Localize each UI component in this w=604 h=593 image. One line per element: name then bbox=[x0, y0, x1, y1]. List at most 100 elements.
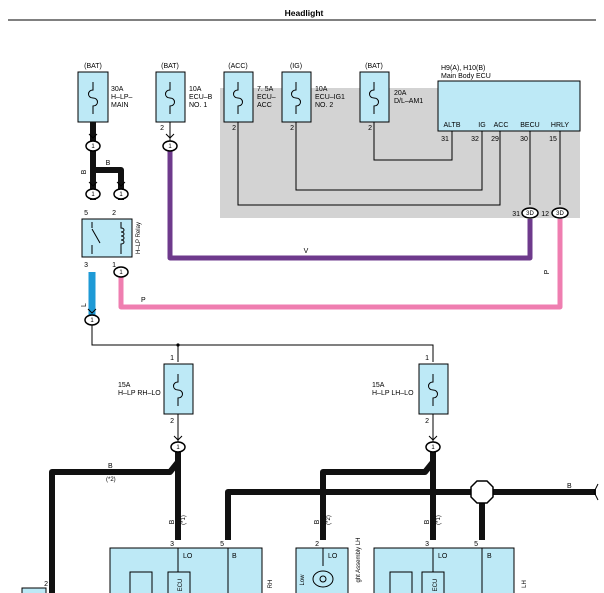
wire-label-b: B bbox=[81, 169, 88, 174]
junction-connector[interactable]: 1 bbox=[113, 188, 129, 200]
main-body-ecu[interactable]: H9(A), H10(B) Main Body ECU ALTB IG ACC … bbox=[437, 65, 581, 143]
relay-name: H–LP Relay bbox=[136, 222, 142, 254]
junction-connector[interactable]: 1 bbox=[170, 441, 186, 453]
connector-pin: 31 bbox=[512, 211, 520, 218]
junction-label: 1 bbox=[119, 192, 123, 198]
fuse-source: (BAT) bbox=[161, 63, 179, 70]
wire-label-b: B bbox=[169, 519, 176, 524]
fuse-pin: 2 bbox=[170, 418, 174, 425]
fuse-rating: 20A bbox=[394, 90, 407, 97]
fuse-pin: 1 bbox=[425, 355, 429, 362]
ecu-connector-b[interactable]: 12 3D bbox=[541, 207, 569, 219]
fuse-rating: 10A bbox=[189, 86, 202, 93]
fuse-pin: 2 bbox=[425, 418, 429, 425]
fuse-ecu-acc[interactable]: (ACC) 7. 5A ECU– ACC 2 bbox=[223, 63, 276, 132]
wire-label-p: P bbox=[141, 297, 146, 304]
fuse-name: NO. 1 bbox=[189, 102, 207, 109]
fuse-hlp-main[interactable]: (BAT) 30A H–LP– MAIN bbox=[77, 63, 133, 123]
assembly-side-label: LH bbox=[522, 580, 528, 588]
connector-arrows bbox=[87, 133, 438, 441]
junction-label: 1 bbox=[90, 318, 94, 324]
fuse-hlp-lh-lo[interactable]: 1 15A H–LP LH–LO 2 bbox=[372, 355, 449, 425]
junction-connector[interactable]: 1 bbox=[162, 140, 178, 152]
pin-number: 5 bbox=[474, 541, 478, 548]
ecu-pin-number: 32 bbox=[471, 136, 479, 143]
fuse-hlp-rh-lo[interactable]: 1 15A H–LP RH–LO 2 bbox=[118, 355, 194, 425]
fuse-pin: 2 bbox=[290, 125, 294, 132]
fuse-pin: 1 bbox=[170, 355, 174, 362]
terminal-label: LO bbox=[328, 553, 338, 560]
junction-label: 1 bbox=[176, 445, 180, 451]
assembly-side-label: RH bbox=[268, 580, 274, 589]
terminal-label: LO bbox=[438, 553, 448, 560]
ecu-connector-a[interactable]: 31 3D bbox=[512, 207, 539, 219]
junction-label: 1 bbox=[431, 445, 435, 451]
junction-connector[interactable]: 1 bbox=[85, 140, 101, 152]
module-label: ECU bbox=[178, 579, 184, 592]
wire-black-b-bus[interactable] bbox=[225, 489, 596, 540]
connector-pin: 12 bbox=[541, 211, 549, 218]
pin-number: 3 bbox=[170, 541, 174, 548]
module-label: ECU bbox=[433, 579, 439, 592]
wire-violet-v[interactable] bbox=[167, 150, 533, 261]
fuse-name: H–LP– bbox=[111, 94, 133, 101]
fuse-ecu-ig1[interactable]: (IG) 10A ECU–IG1 NO. 2 2 bbox=[281, 63, 345, 132]
pin-number: 2 bbox=[44, 581, 48, 588]
terminal-label: B bbox=[487, 553, 492, 560]
fuse-dl-am1[interactable]: (BAT) 20A D/L–AM1 2 bbox=[359, 63, 423, 132]
wire-label-b: B bbox=[424, 519, 431, 524]
ecu-pin-label: HRLY bbox=[551, 122, 569, 129]
ecu-pin-label: ALTB bbox=[444, 122, 461, 129]
headlight-assembly-rh[interactable]: 2 3 5 LO B ECU RH bbox=[21, 541, 274, 593]
fuse-name: H–LP RH–LO bbox=[118, 390, 161, 397]
fuse-name: ECU–B bbox=[189, 94, 213, 101]
headlight-assembly-lh[interactable]: 3 5 LO B ECU LH bbox=[373, 541, 528, 593]
fuse-source: (IG) bbox=[290, 63, 302, 70]
wire-pink-p[interactable] bbox=[118, 219, 563, 310]
connector-tag: 3D bbox=[526, 211, 534, 217]
page-title: Headlight bbox=[285, 8, 324, 18]
fuse-source: (BAT) bbox=[365, 63, 383, 70]
fuse-name: MAIN bbox=[111, 102, 129, 109]
junction-label: 1 bbox=[91, 192, 95, 198]
ecu-input-wires bbox=[237, 122, 561, 206]
pin-number: 2 bbox=[315, 541, 319, 548]
splice-point[interactable] bbox=[470, 480, 494, 504]
terminal-label: B bbox=[232, 553, 237, 560]
ecu-pin-label: ACC bbox=[494, 122, 509, 129]
wire-label-v: V bbox=[304, 248, 309, 255]
ecu-pin-number: 30 bbox=[520, 136, 528, 143]
connector-tag: 3D bbox=[556, 211, 564, 217]
wire-label-b: B bbox=[106, 160, 111, 167]
fuse-name: H–LP LH–LO bbox=[372, 390, 414, 397]
wire-black-b-lh[interactable] bbox=[320, 452, 436, 540]
junction-connector[interactable]: 1 bbox=[85, 188, 101, 200]
ecu-pin-label: IG bbox=[478, 122, 485, 129]
relay-pin: 3 bbox=[84, 262, 88, 269]
pin-number: 5 bbox=[220, 541, 224, 548]
junction-connector[interactable]: 1 bbox=[425, 441, 441, 453]
junction-connector[interactable]: 1 bbox=[84, 314, 100, 326]
wire-label-p: P bbox=[544, 269, 551, 274]
pin-number: 3 bbox=[425, 541, 429, 548]
headlight-lamp-lh[interactable]: 2 LO Low ght Assembly LH bbox=[295, 537, 362, 593]
ecu-name: Main Body ECU bbox=[441, 73, 491, 80]
fuse-ecu-b[interactable]: (BAT) 10A ECU–B NO. 1 2 bbox=[155, 63, 213, 132]
fuse-pin: 2 bbox=[160, 125, 164, 132]
fuse-rating: 15A bbox=[118, 382, 131, 389]
junction-connector[interactable]: 1 bbox=[113, 266, 129, 278]
assembly-name: ght Assembly LH bbox=[356, 537, 362, 582]
fuse-name: NO. 2 bbox=[315, 102, 333, 109]
wire-note: (*2) bbox=[106, 477, 116, 483]
wire-lo-feed bbox=[91, 325, 434, 362]
fuse-name: ACC bbox=[257, 102, 272, 109]
fuse-source: (ACC) bbox=[228, 63, 247, 70]
hlp-relay[interactable]: 5 2 H–LP Relay 3 1 bbox=[81, 210, 142, 269]
fuse-pin: 2 bbox=[368, 125, 372, 132]
wire-continues-arrow bbox=[593, 483, 599, 501]
relay-pin: 2 bbox=[112, 210, 116, 217]
relay-pin: 5 bbox=[84, 210, 88, 217]
wire-note: (*1) bbox=[436, 515, 442, 525]
ecu-code: H9(A), H10(B) bbox=[441, 65, 485, 72]
